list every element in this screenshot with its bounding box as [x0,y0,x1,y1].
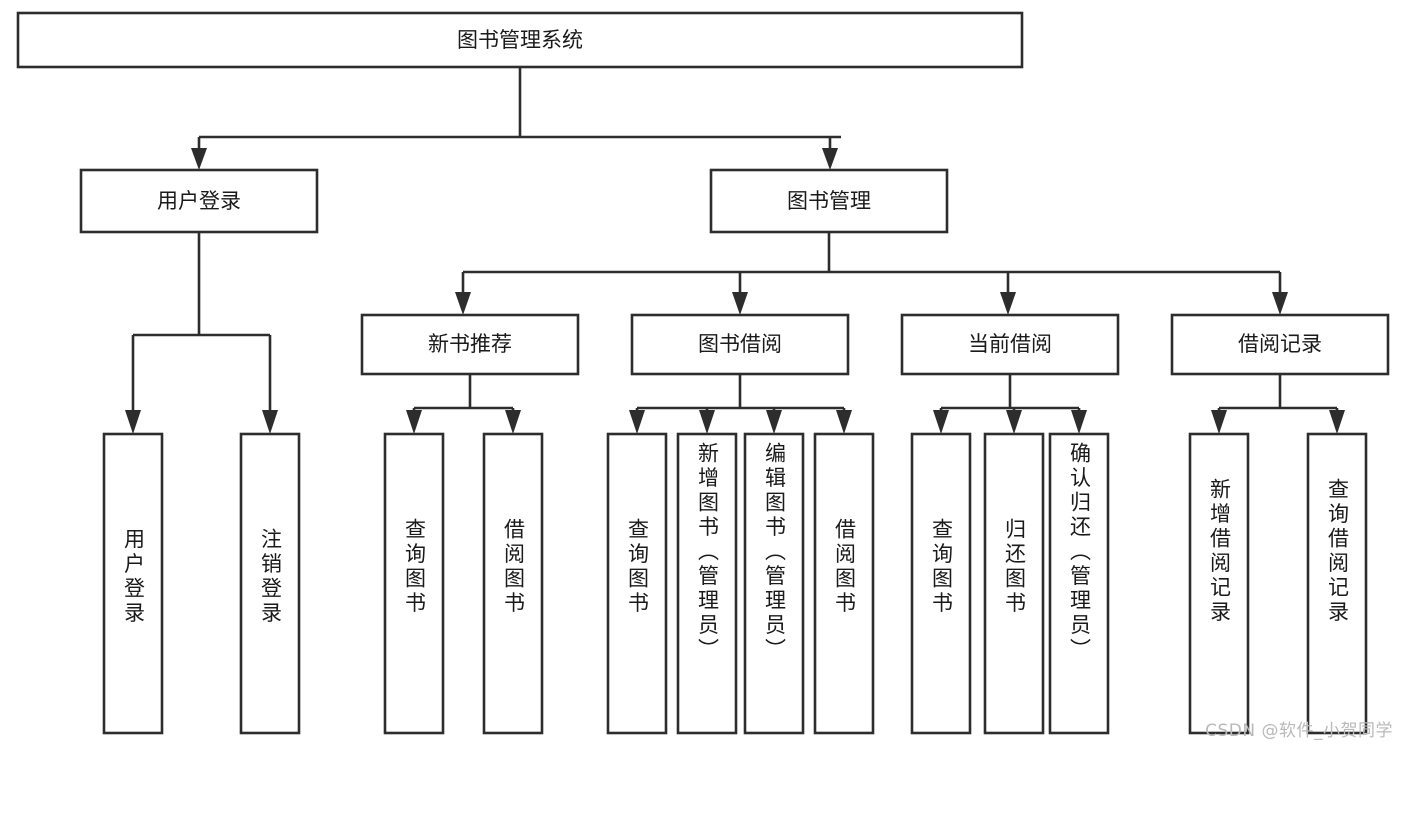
arrow-to-leaf-return-book [1006,410,1022,434]
book-management-label: 图书管理 [787,189,871,213]
node-borrow-record[interactable]: 借阅记录 [1170,313,1390,376]
root-box[interactable] [16,11,1024,69]
arrow-to-book-borrow [732,292,748,315]
current-borrow-label: 当前借阅 [968,332,1052,356]
arrow-to-leaf-confirm-return [1071,410,1087,434]
user-login-label: 用户登录 [157,189,241,213]
leaf-box-query-record[interactable] [1306,432,1368,735]
arrow-to-leaf-query-book-1 [406,410,422,434]
arrow-to-leaf-borrow-book-2 [836,410,852,434]
connector-book-borrow-to-leaves [629,374,852,434]
current-borrow-box[interactable] [900,313,1120,376]
arrow-to-leaf-add-book [699,410,715,434]
leaf-boxes-group [102,432,1368,735]
connector-user-login-to-leaves [125,232,278,434]
node-current-borrow[interactable]: 当前借阅 [900,313,1120,376]
arrow-to-leaf-logout [262,410,278,434]
book-borrow-label: 图书借阅 [698,332,782,356]
connector-book-management-to-level3 [455,232,1288,315]
arrow-to-leaf-query-book-3 [933,410,949,434]
connector-root-to-level2 [191,67,841,170]
leaf-box-add-book[interactable] [676,432,738,735]
leaf-box-confirm-return[interactable] [1048,432,1110,735]
connector-current-borrow-to-leaves [933,374,1087,434]
node-book-borrow[interactable]: 图书借阅 [630,313,850,376]
arrow-to-leaf-edit-book [766,410,782,434]
node-new-book-recommend[interactable]: 新书推荐 [360,313,580,376]
arrow-to-leaf-user-login [125,410,141,434]
arrow-to-leaf-add-record [1211,410,1227,434]
book-management-box[interactable] [709,168,949,234]
leaf-box-edit-book[interactable] [743,432,805,735]
arrow-to-book-management [822,148,838,170]
arrow-to-borrow-record [1272,292,1288,315]
node-user-login[interactable]: 用户登录 [79,168,319,234]
leaf-box-add-record[interactable] [1188,432,1250,735]
borrow-record-label: 借阅记录 [1238,332,1322,356]
new-book-recommend-box[interactable] [360,313,580,376]
diagram-canvas: 图书管理系统 用户登录 图书管理 [16,11,1393,741]
arrow-to-current-borrow [1000,292,1016,315]
node-root[interactable]: 图书管理系统 [16,11,1024,69]
arrow-to-leaf-query-book-2 [629,410,645,434]
arrow-to-leaf-borrow-book-1 [505,410,521,434]
node-book-management[interactable]: 图书管理 [709,168,949,234]
hierarchy-tree-svg: 图书管理系统 用户登录 图书管理 [16,11,1390,735]
borrow-record-box[interactable] [1170,313,1390,376]
leaf-box-return-book[interactable] [983,432,1045,735]
leaf-box-query-book-3[interactable] [910,432,972,735]
arrow-to-user-login [191,148,207,170]
new-book-recommend-label: 新书推荐 [428,332,512,356]
root-label: 图书管理系统 [457,28,583,52]
leaf-box-query-book-2[interactable] [606,432,668,735]
connector-borrow-record-to-leaves [1211,374,1345,434]
leaf-box-query-book-1[interactable] [383,432,445,735]
arrow-to-leaf-query-record [1329,410,1345,434]
leaf-box-borrow-book-1[interactable] [482,432,544,735]
leaf-box-borrow-book-2[interactable] [813,432,875,735]
arrow-to-new-book-recommend [455,292,471,315]
connector-new-book-recommend-to-leaves [406,374,521,434]
book-borrow-box[interactable] [630,313,850,376]
leaf-box-logout[interactable] [239,432,301,735]
leaf-box-user-login[interactable] [102,432,164,735]
